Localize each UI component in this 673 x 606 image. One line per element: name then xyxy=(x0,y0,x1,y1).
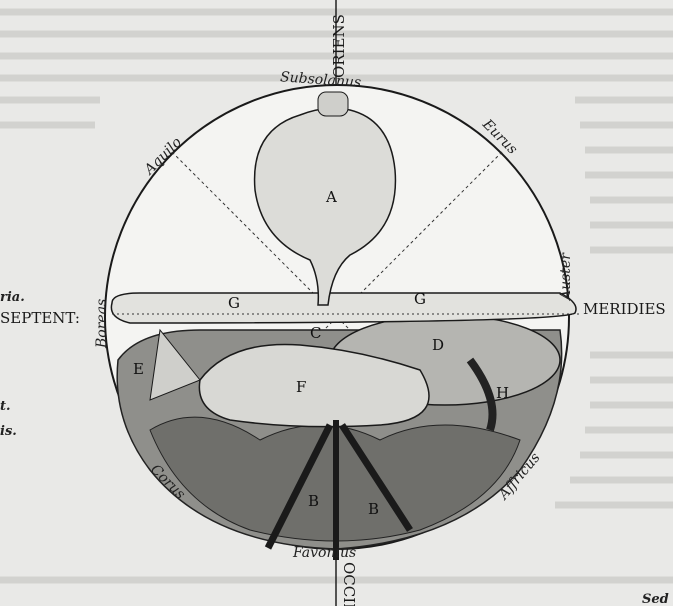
label-occid: OCCID xyxy=(340,562,358,606)
label-favonius: Favonius xyxy=(292,545,356,561)
letter-f: F xyxy=(296,378,306,396)
text-fragment-is: is. xyxy=(0,424,17,439)
letter-c: C xyxy=(310,324,321,342)
label-auster: Auster xyxy=(558,252,574,302)
letter-h: H xyxy=(496,384,509,402)
organ-h xyxy=(466,357,497,432)
organ-b-stripes xyxy=(264,423,413,550)
letter-b-left: B xyxy=(308,492,319,510)
text-fragment-ria: ria. xyxy=(0,290,25,305)
letter-d: D xyxy=(432,336,444,354)
letter-g-right: G xyxy=(414,290,426,308)
letter-e: E xyxy=(133,360,144,378)
organ-a xyxy=(253,107,397,306)
label-boreas: Boreas xyxy=(94,299,110,349)
letter-b-right: B xyxy=(368,500,379,518)
organ-f xyxy=(198,343,430,428)
organ-e xyxy=(149,328,201,401)
letter-a: A xyxy=(325,188,337,206)
label-oriens: ORIENS xyxy=(330,14,348,78)
background-text-texture xyxy=(0,8,673,584)
letter-g-left: G xyxy=(228,294,240,312)
label-septent: SEPTENT: xyxy=(0,309,80,327)
text-fragment-t: t. xyxy=(0,399,11,414)
text-fragment-sed: Sed xyxy=(642,592,669,606)
label-meridies: MERIDIES xyxy=(583,300,666,318)
heart-vessel-top xyxy=(317,91,349,117)
organ-g-band xyxy=(110,292,577,324)
label-subsolanus: Subsolanus xyxy=(280,69,362,91)
